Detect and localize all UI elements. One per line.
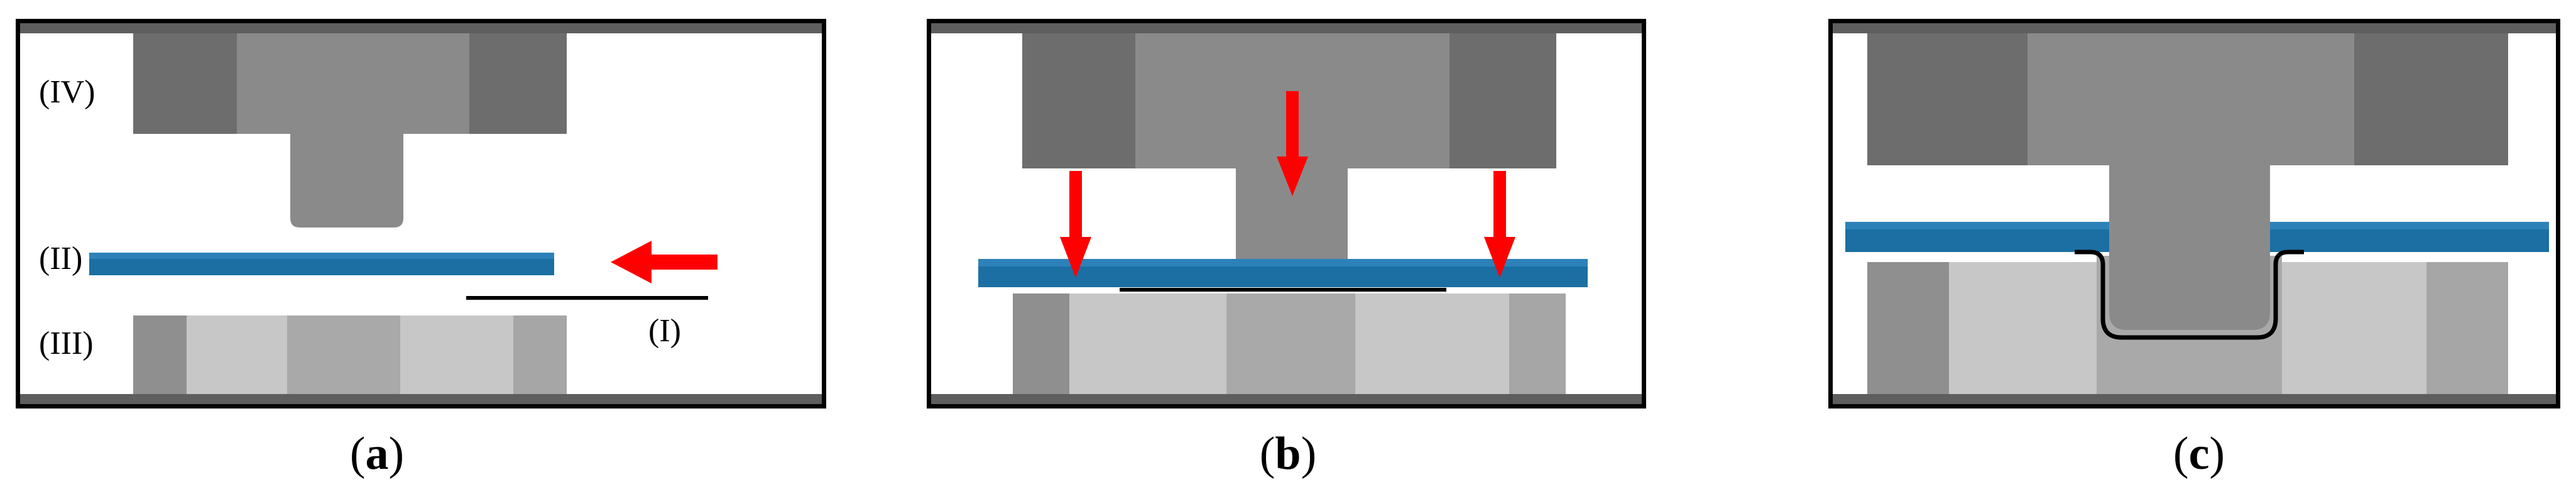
panel-c xyxy=(1828,19,2560,409)
feed-arrow xyxy=(611,241,718,283)
panel-b xyxy=(927,19,1646,409)
blank-shade xyxy=(978,259,1588,266)
punch-shoulder-left xyxy=(2078,165,2109,197)
panel-a: (IV) (II) (III) (I) xyxy=(16,19,826,409)
caption-c: (c) xyxy=(2173,428,2225,480)
punch xyxy=(1236,168,1348,286)
die-left-side xyxy=(1013,293,1069,394)
panel-c-drawing xyxy=(1833,23,2556,404)
bottom-plate xyxy=(20,394,822,404)
top-plate xyxy=(20,23,822,33)
die-hole xyxy=(1226,293,1355,394)
die-left-side xyxy=(1867,262,1949,394)
press-arrow-right xyxy=(1484,171,1515,278)
punch xyxy=(290,134,403,228)
punch-shoulder-right xyxy=(1348,168,1379,200)
blank-shade xyxy=(89,253,554,259)
label-punch: (IV) xyxy=(39,74,96,110)
label-blank: (II) xyxy=(39,241,83,277)
die-hole xyxy=(287,315,400,396)
formed-cup xyxy=(2075,250,2304,340)
label-sheet-position: (I) xyxy=(648,313,681,349)
die-left-side xyxy=(133,315,187,396)
punch-shoulder-left xyxy=(259,134,290,165)
top-plate xyxy=(1833,23,2556,33)
die-right-side xyxy=(1509,293,1566,394)
punch-shoulder-left xyxy=(1204,168,1236,200)
bottom-plate xyxy=(1833,394,2556,404)
caption-b: (b) xyxy=(1259,428,1317,480)
punch xyxy=(2109,165,2270,330)
panel-a-drawing xyxy=(20,23,822,404)
punch-holder-center xyxy=(2028,33,2354,165)
top-plate xyxy=(931,23,1642,33)
die-right-side xyxy=(513,315,567,396)
press-arrow-left xyxy=(1060,171,1091,278)
punch-holder-center xyxy=(237,33,469,134)
punch-shoulder-right xyxy=(2270,165,2301,197)
die-right-side xyxy=(2426,262,2508,394)
caption-a: (a) xyxy=(349,428,405,480)
panel-b-drawing xyxy=(931,23,1642,404)
label-die: (III) xyxy=(39,326,94,361)
bottom-plate xyxy=(931,394,1642,404)
press-arrow-center xyxy=(1277,91,1308,196)
punch-shoulder-right xyxy=(403,134,435,165)
